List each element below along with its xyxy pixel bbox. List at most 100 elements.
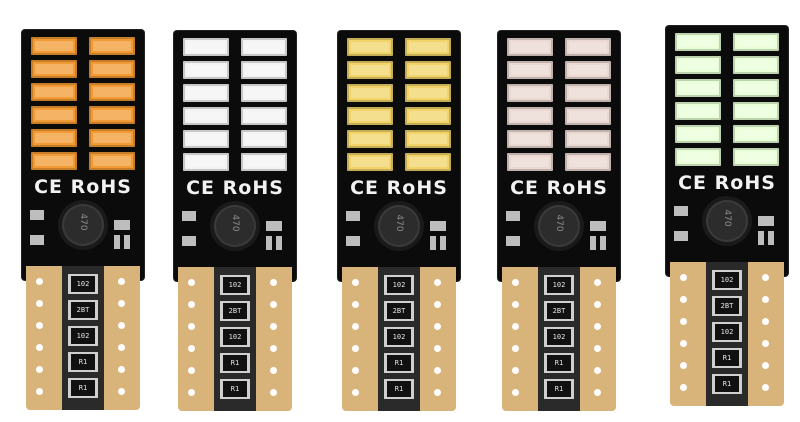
solder-pad (506, 211, 520, 221)
via-hole (762, 362, 769, 369)
led-chip (347, 38, 393, 56)
via-hole (36, 366, 43, 373)
via-hole (118, 278, 125, 285)
via-hole (762, 274, 769, 281)
solder-pad (266, 221, 282, 231)
via-hole (594, 345, 601, 352)
led-chip (31, 60, 77, 78)
via-hole (762, 318, 769, 325)
led-chip (347, 153, 393, 171)
led-chip (507, 153, 553, 171)
led-chip (675, 125, 721, 143)
led-chip (183, 61, 229, 79)
led-chip (507, 38, 553, 56)
inductor: 470 (538, 205, 580, 247)
via-hole (762, 296, 769, 303)
via-hole (188, 279, 195, 286)
inductor: 470 (378, 205, 420, 247)
inductor-code: 470 (722, 209, 732, 227)
solder-pad (758, 216, 774, 226)
via-hole (762, 340, 769, 347)
led-chip (241, 153, 287, 171)
via-hole (680, 296, 687, 303)
via-hole (270, 301, 277, 308)
led-chip (241, 107, 287, 125)
led-chip (733, 102, 779, 120)
led-chip (347, 84, 393, 102)
via-hole (594, 301, 601, 308)
smd-resistor: 102 (68, 326, 98, 346)
led-chip (675, 79, 721, 97)
via-hole (434, 389, 441, 396)
led-chip (31, 152, 77, 170)
via-hole (680, 362, 687, 369)
via-holes-right (594, 279, 606, 411)
led-chip (89, 37, 135, 55)
led-chip (405, 61, 451, 79)
led-chip (405, 84, 451, 102)
rohs-marking: CE RoHS (350, 177, 448, 199)
via-hole (270, 345, 277, 352)
via-hole (594, 323, 601, 330)
via-holes-left (188, 279, 200, 411)
via-hole (680, 274, 687, 281)
solder-pad (114, 220, 130, 230)
inductor: 470 (706, 200, 748, 242)
rohs-marking: CE RoHS (186, 177, 284, 199)
led-chip (675, 33, 721, 51)
rohs-marking: CE RoHS (510, 177, 608, 199)
solder-pad (430, 221, 446, 231)
via-hole (512, 301, 519, 308)
led-chip (565, 38, 611, 56)
smd-resistor: 102 (220, 327, 250, 347)
led-chip (89, 83, 135, 101)
led-chip (183, 38, 229, 56)
via-hole (434, 279, 441, 286)
via-hole (594, 367, 601, 374)
via-hole (118, 322, 125, 329)
via-hole (188, 389, 195, 396)
via-hole (188, 323, 195, 330)
smd-resistor: 2BT (384, 301, 414, 321)
via-hole (118, 300, 125, 307)
solder-pad (674, 206, 688, 216)
led-chip (733, 148, 779, 166)
led-chip (241, 130, 287, 148)
inductor: 470 (214, 205, 256, 247)
smd-resistor: R1 (68, 352, 98, 372)
led-chip (565, 153, 611, 171)
solder-pad (590, 236, 596, 250)
inductor-code: 470 (230, 214, 240, 232)
via-holes-left (512, 279, 524, 411)
led-chip (31, 129, 77, 147)
via-holes-right (434, 279, 446, 411)
solder-pad (440, 236, 446, 250)
via-hole (352, 389, 359, 396)
via-hole (188, 367, 195, 374)
led-chip (347, 130, 393, 148)
smd-resistor: R1 (712, 348, 742, 368)
led-chip (507, 107, 553, 125)
inductor-code: 470 (554, 214, 564, 232)
via-hole (680, 340, 687, 347)
via-hole (188, 345, 195, 352)
solder-pad (276, 236, 282, 250)
led-grid (675, 33, 779, 166)
smd-resistor: R1 (544, 353, 574, 373)
led-chip (733, 56, 779, 74)
smd-resistor: R1 (384, 379, 414, 399)
via-hole (680, 384, 687, 391)
via-hole (118, 344, 125, 351)
solder-pad (30, 210, 44, 220)
via-hole (762, 384, 769, 391)
via-hole (594, 389, 601, 396)
led-chip (89, 152, 135, 170)
led-chip (405, 153, 451, 171)
via-hole (594, 279, 601, 286)
via-hole (434, 301, 441, 308)
via-hole (118, 366, 125, 373)
solder-pad (674, 231, 688, 241)
smd-resistor: R1 (712, 374, 742, 394)
